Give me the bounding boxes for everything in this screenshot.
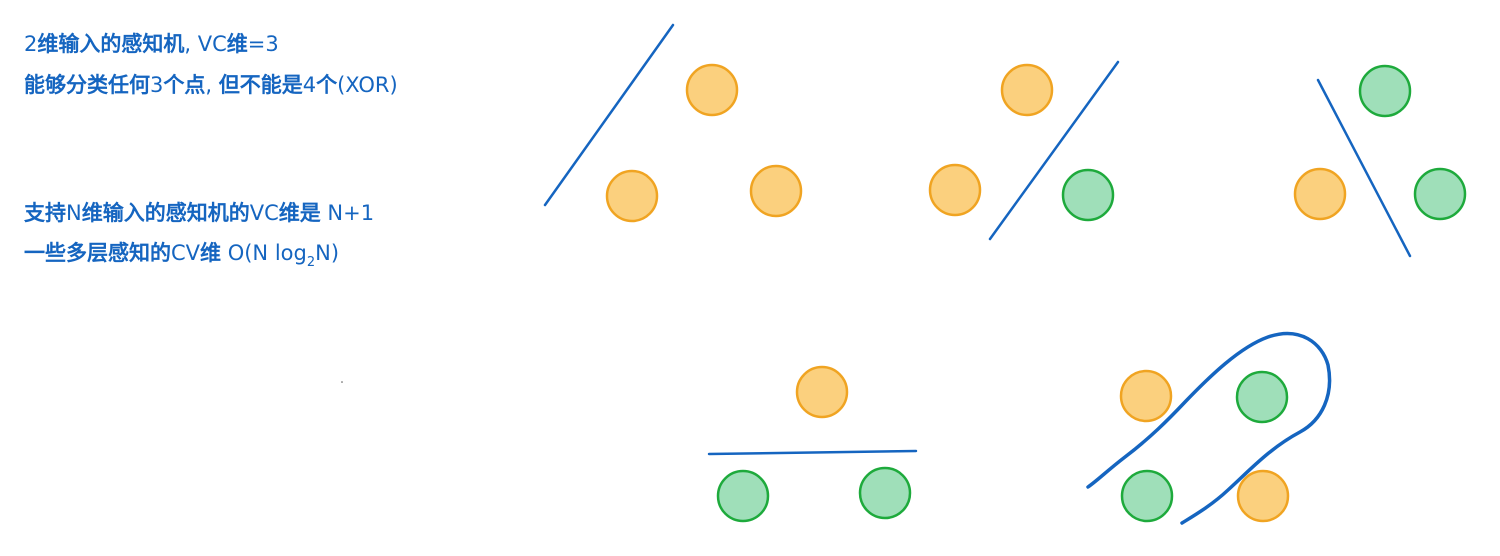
note-line-2-part: 4 <box>302 73 317 97</box>
note-line-4-part: 维 <box>200 241 222 265</box>
note-line-3: 支持N维输入的感知机的VC维是 N+1 <box>24 203 374 224</box>
green-point <box>1120 469 1174 523</box>
orange-point <box>928 163 982 217</box>
note-line-2-part: 个 <box>316 73 338 97</box>
note-line-2-part: 个点 <box>163 73 206 97</box>
panel-2 <box>928 63 1115 222</box>
note-line-4-part: O(N log <box>221 241 307 265</box>
note-line-2-part: 3 <box>150 73 164 97</box>
note-line-2-part: , <box>205 73 219 97</box>
note-line-3-part: N <box>66 201 82 225</box>
note-line-1-part: =3 <box>247 32 279 56</box>
note-line-4-subscript: 2 <box>306 255 316 270</box>
orange-point <box>749 164 803 218</box>
note-line-3-part: 维是 <box>278 201 321 225</box>
note-line-4: 一些多层感知的CV维 O(N log2N) <box>24 241 340 270</box>
note-line-1-part: 维 <box>226 32 248 56</box>
orange-point <box>1236 469 1290 523</box>
note-line-3-part: VC <box>249 201 279 225</box>
note-line-1-part: , VC <box>184 32 227 56</box>
note-line-2-part: (XOR) <box>337 73 398 97</box>
green-point <box>1413 167 1467 221</box>
green-point <box>716 469 770 523</box>
note-line-3-part: N+1 <box>320 201 375 225</box>
note-line-4-part: 一些多层感知的 <box>24 241 171 265</box>
separator-line-3 <box>1316 78 1412 258</box>
panel-5-xor <box>1119 369 1290 523</box>
note-line-2-part: 但不能是 <box>218 73 303 97</box>
stray-dot <box>341 381 343 383</box>
note-line-3-part: 支持 <box>24 201 66 225</box>
orange-point <box>1119 369 1173 423</box>
note-line-1: 2维输入的感知机, VC维=3 <box>24 34 279 55</box>
note-line-1-part: 维输入的感知机 <box>37 32 185 56</box>
separator-line-1 <box>543 23 675 207</box>
note-line-2: 能够分类任何3个点, 但不能是4个(XOR) <box>24 75 398 96</box>
panel-4 <box>716 365 912 523</box>
note-line-3-part: 维输入的感知机的 <box>81 201 250 225</box>
orange-point <box>1293 167 1347 221</box>
note-line-2-part: 能够分类任何 <box>24 73 150 97</box>
separator-line-2 <box>988 60 1120 241</box>
orange-point <box>795 365 849 419</box>
orange-point <box>685 63 739 117</box>
orange-point <box>605 169 659 223</box>
green-point <box>1235 370 1289 424</box>
xor-boundary-curve <box>1086 331 1332 525</box>
green-point <box>1358 64 1412 118</box>
note-line-4-part: CV <box>171 241 201 265</box>
green-point <box>858 466 912 520</box>
orange-point <box>1000 63 1054 117</box>
panel-3 <box>1293 64 1467 221</box>
note-line-4-part: N) <box>315 241 340 265</box>
note-line-1-part: 2 <box>24 32 38 56</box>
panel-1 <box>605 63 803 223</box>
green-point <box>1061 168 1115 222</box>
separator-line-4 <box>707 449 918 456</box>
